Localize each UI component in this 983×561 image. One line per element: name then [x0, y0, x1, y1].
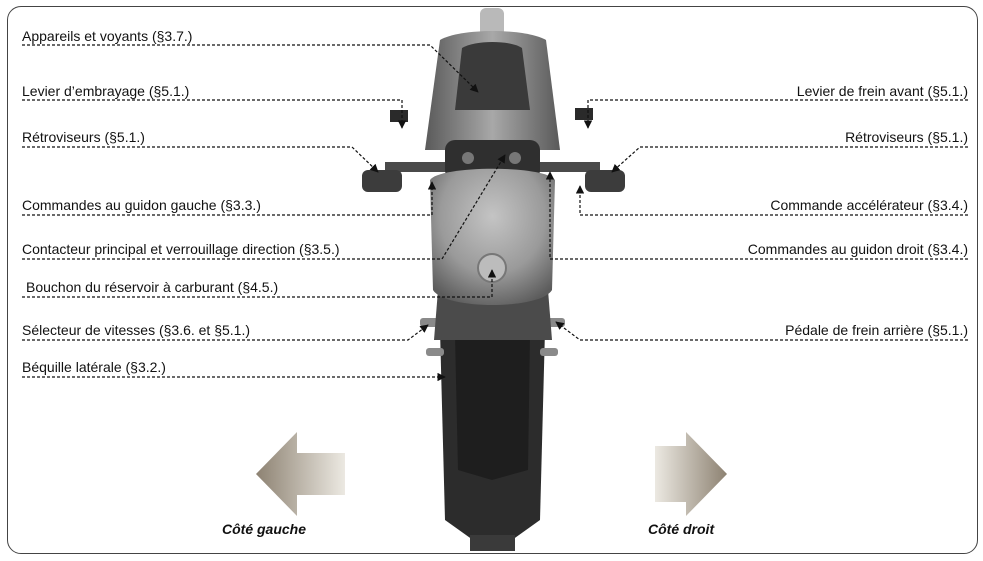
motorcycle-illustration: [362, 8, 625, 551]
leader-front-brake: [588, 100, 968, 128]
leader-mirror-left: [22, 147, 378, 172]
label-right-controls: Commandes au guidon droit (§3.4.): [748, 241, 968, 257]
label-rear-brake: Pédale de frein arrière (§5.1.): [785, 322, 968, 338]
leader-mirror-right: [612, 147, 968, 172]
label-instruments: Appareils et voyants (§3.7.): [22, 28, 192, 44]
leader-clutch-lever: [22, 100, 402, 128]
right-side-arrow-icon: [655, 432, 727, 516]
left-side-arrow-icon: [256, 432, 345, 516]
label-ignition: Contacteur principal et verrouillage dir…: [22, 241, 340, 257]
label-throttle: Commande accélérateur (§3.4.): [770, 197, 968, 213]
right-side-caption: Côté droit: [648, 521, 714, 537]
label-mirror-right: Rétroviseurs (§5.1.): [845, 129, 968, 145]
left-side-caption: Côté gauche: [222, 521, 306, 537]
label-gear-selector: Sélecteur de vitesses (§3.6. et §5.1.): [22, 322, 250, 338]
label-left-controls: Commandes au guidon gauche (§3.3.): [22, 197, 261, 213]
label-mirror-left: Rétroviseurs (§5.1.): [22, 129, 145, 145]
label-front-brake: Levier de frein avant (§5.1.): [797, 83, 968, 99]
label-fuel-cap: Bouchon du réservoir à carburant (§4.5.): [26, 279, 278, 295]
label-clutch-lever: Levier d’embrayage (§5.1.): [22, 83, 189, 99]
label-side-stand: Béquille latérale (§3.2.): [22, 359, 166, 375]
